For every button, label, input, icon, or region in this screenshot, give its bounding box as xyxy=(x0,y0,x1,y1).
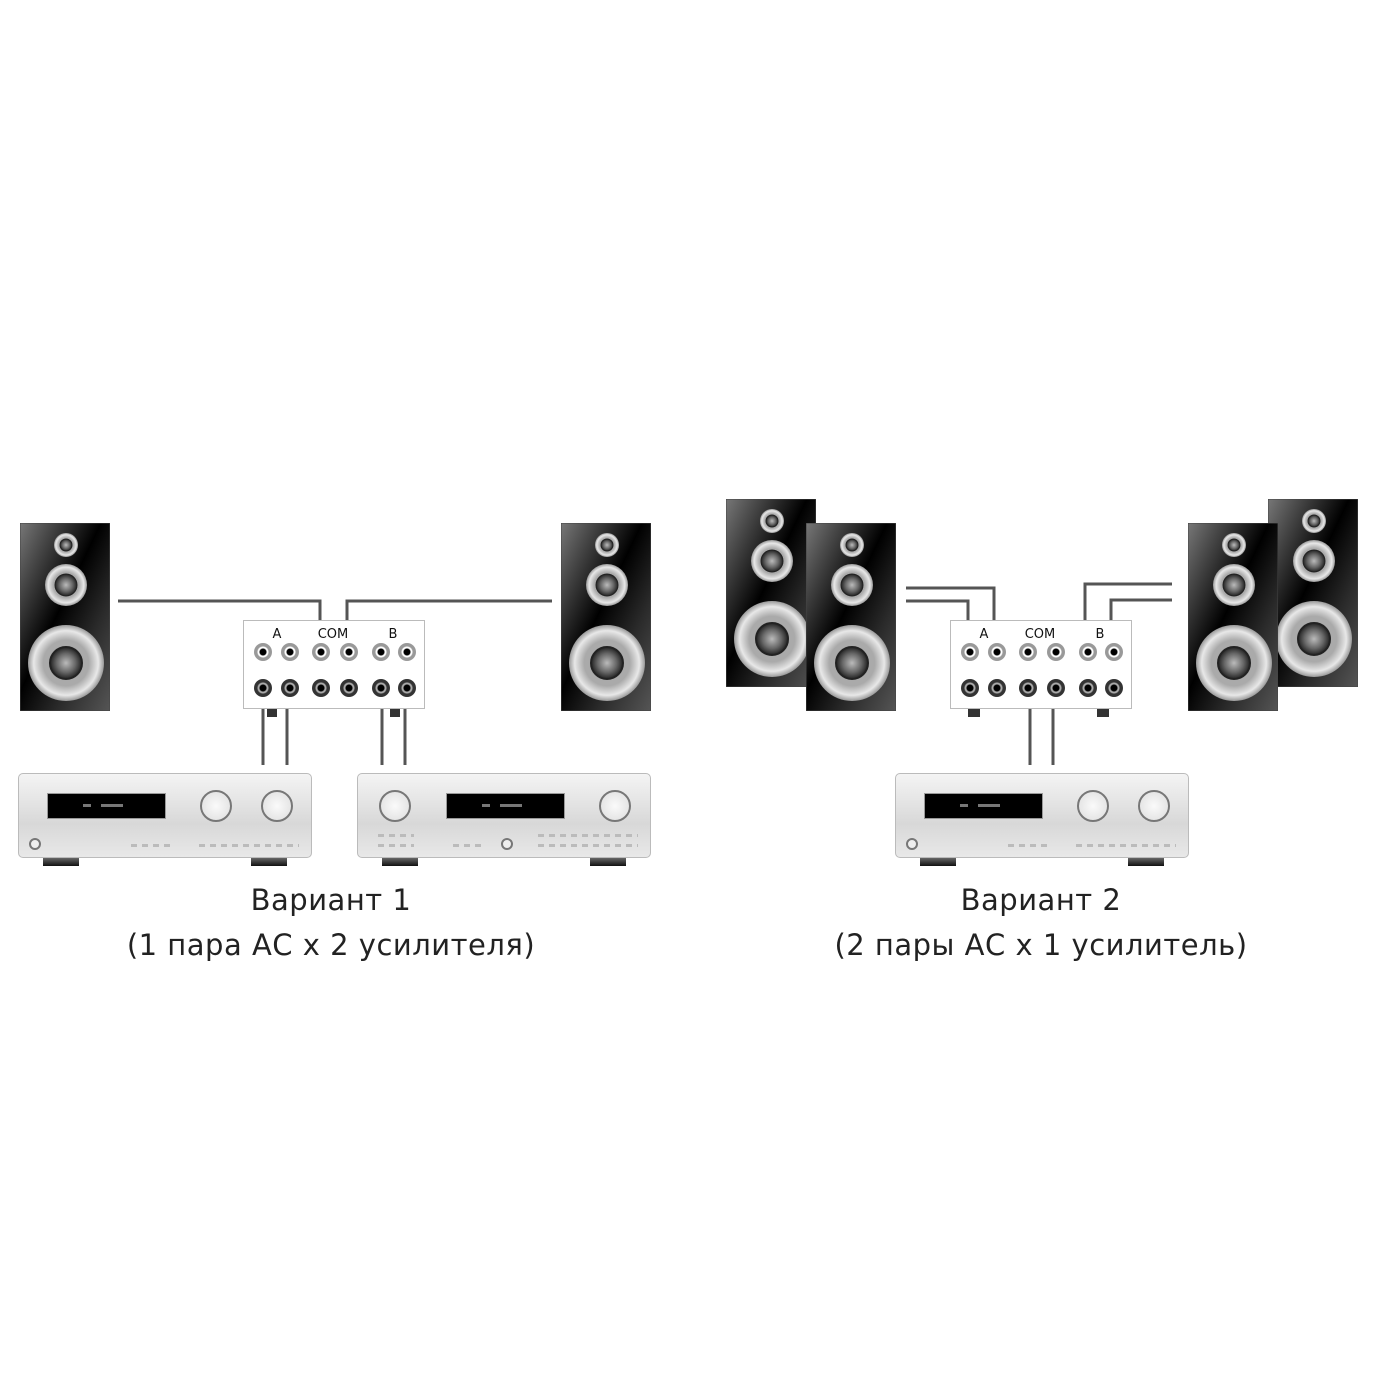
amp-display xyxy=(47,793,166,819)
switch-label-a: A xyxy=(979,627,989,642)
switch-label-a: A xyxy=(272,627,282,642)
volume-knob xyxy=(261,790,293,822)
wire-right-speaker-to-com xyxy=(345,599,552,620)
midrange-driver xyxy=(1213,564,1255,606)
amp-foot xyxy=(920,858,956,866)
woofer-driver xyxy=(28,625,104,701)
tweeter xyxy=(840,533,864,557)
power-button xyxy=(29,838,41,850)
rca-jack xyxy=(254,643,272,661)
speaker xyxy=(19,522,111,712)
amplifier xyxy=(18,773,312,866)
tweeter xyxy=(1222,533,1246,557)
switch-label-b: B xyxy=(1095,627,1105,642)
woofer-driver xyxy=(1276,601,1352,677)
midrange-driver xyxy=(1293,540,1335,582)
switch-label-b: B xyxy=(388,627,398,642)
rca-jack xyxy=(340,679,358,697)
amp-foot xyxy=(382,858,418,866)
input-knob xyxy=(200,790,232,822)
speaker xyxy=(560,522,652,712)
input-knob xyxy=(379,790,411,822)
woofer-driver xyxy=(734,601,810,677)
rca-jack xyxy=(312,643,330,661)
speaker xyxy=(805,522,897,712)
rca-jack xyxy=(961,679,979,697)
midrange-driver xyxy=(45,564,87,606)
rca-jack xyxy=(398,643,416,661)
amp-foot xyxy=(251,858,287,866)
plug xyxy=(1097,709,1109,717)
plug xyxy=(968,709,980,717)
amp-display xyxy=(446,793,565,819)
power-button xyxy=(906,838,918,850)
speaker xyxy=(1187,522,1279,712)
variant2-subtitle: (2 пары АС x 1 усилитель) xyxy=(834,928,1248,962)
wire-speakers-left-to-a xyxy=(906,599,970,620)
woofer-driver xyxy=(814,625,890,701)
woofer-driver xyxy=(569,625,645,701)
rca-jack xyxy=(1105,679,1123,697)
amp-foot xyxy=(590,858,626,866)
amplifier xyxy=(895,773,1189,866)
rca-jack xyxy=(988,643,1006,661)
wire-speakers-left-to-a xyxy=(906,586,996,620)
rca-jack xyxy=(312,679,330,697)
woofer-driver xyxy=(1196,625,1272,701)
amp-foot xyxy=(1128,858,1164,866)
tweeter xyxy=(595,533,619,557)
plug xyxy=(390,709,400,717)
switch-label-com: COM xyxy=(1024,627,1056,642)
rca-jack xyxy=(398,679,416,697)
power-button xyxy=(501,838,513,850)
rca-jack xyxy=(281,679,299,697)
input-knob xyxy=(1077,790,1109,822)
rca-jack xyxy=(961,643,979,661)
volume-knob xyxy=(599,790,631,822)
rca-jack xyxy=(1105,643,1123,661)
tweeter xyxy=(1302,509,1326,533)
variant1-subtitle: (1 пара АС x 2 усилителя) xyxy=(126,928,536,962)
speaker xyxy=(1267,498,1359,688)
speaker-switch: A COM B xyxy=(243,620,425,709)
midrange-driver xyxy=(751,540,793,582)
variant2-title: Вариант 2 xyxy=(960,883,1122,917)
switch-label-com: COM xyxy=(317,627,349,642)
plug xyxy=(267,709,277,717)
rca-jack xyxy=(372,679,390,697)
rca-jack xyxy=(372,643,390,661)
rca-jack xyxy=(1019,643,1037,661)
amp-display xyxy=(924,793,1043,819)
midrange-driver xyxy=(586,564,628,606)
amp-foot xyxy=(43,858,79,866)
speaker-switch: A COM B xyxy=(950,620,1132,709)
wire-left-speaker-to-com xyxy=(118,599,322,620)
speaker xyxy=(725,498,817,688)
amplifier xyxy=(357,773,651,866)
rca-jack xyxy=(340,643,358,661)
variant2-caption: Вариант 2 (2 пары АС x 1 усилитель) xyxy=(741,878,1341,968)
tweeter xyxy=(54,533,78,557)
rca-jack xyxy=(988,679,1006,697)
variant1-caption: Вариант 1 (1 пара АС x 2 усилителя) xyxy=(31,878,631,968)
variant1-title: Вариант 1 xyxy=(250,883,412,917)
rca-jack xyxy=(1079,679,1097,697)
wire-speakers-right-to-b xyxy=(1083,582,1172,620)
wire-speakers-right-to-b xyxy=(1109,598,1172,620)
rca-jack xyxy=(254,679,272,697)
rca-jack xyxy=(1019,679,1037,697)
tweeter xyxy=(760,509,784,533)
rca-jack xyxy=(1047,679,1065,697)
rca-jack xyxy=(1079,643,1097,661)
rca-jack xyxy=(281,643,299,661)
midrange-driver xyxy=(831,564,873,606)
rca-jack xyxy=(1047,643,1065,661)
volume-knob xyxy=(1138,790,1170,822)
